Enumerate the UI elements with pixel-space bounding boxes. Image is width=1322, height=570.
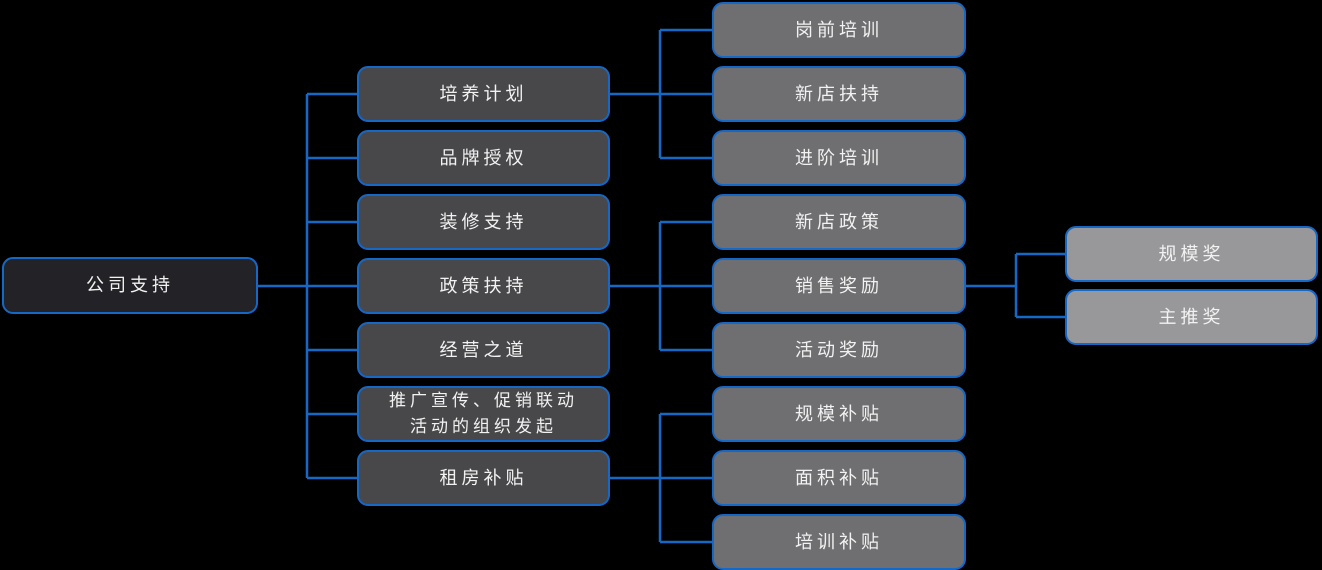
node-label: 经营之道 — [439, 339, 528, 360]
node-label: 销售奖励 — [795, 275, 883, 296]
node-label: 主推奖 — [1158, 306, 1225, 327]
connector-policy-support-children — [610, 220, 712, 352]
node-label: 进阶培训 — [795, 147, 883, 168]
node-label: 装修支持 — [439, 211, 528, 232]
connector-rent-subsidy-children — [610, 412, 712, 544]
connector-sales-incentive-children — [966, 252, 1065, 319]
node-promotion-organization[interactable]: 推广宣传、促销联动活动的组织发起 — [357, 386, 610, 442]
node-advanced-training[interactable]: 进阶培训 — [712, 130, 966, 186]
node-decoration-support[interactable]: 装修支持 — [357, 194, 610, 250]
node-label: 面积补贴 — [795, 467, 883, 488]
node-label: 推广宣传、促销联动活动的组织发起 — [389, 391, 578, 436]
node-sales-incentive[interactable]: 销售奖励 — [712, 258, 966, 314]
node-pre-job-training[interactable]: 岗前培训 — [712, 2, 966, 58]
connector-training-plan-children — [610, 28, 712, 160]
connector-root-to-level2 — [258, 92, 357, 480]
node-label: 政策扶持 — [439, 275, 528, 296]
node-scale-award[interactable]: 规模奖 — [1065, 226, 1318, 282]
node-label: 新店扶持 — [795, 83, 883, 104]
node-label: 培训补贴 — [795, 531, 883, 552]
node-brand-authorization[interactable]: 品牌授权 — [357, 130, 610, 186]
node-label: 规模奖 — [1158, 243, 1225, 264]
node-area-subsidy[interactable]: 面积补贴 — [712, 450, 966, 506]
node-rent-subsidy[interactable]: 租房补贴 — [357, 450, 610, 506]
node-scale-subsidy[interactable]: 规模补贴 — [712, 386, 966, 442]
node-label: 活动奖励 — [795, 339, 883, 360]
node-new-store-support[interactable]: 新店扶持 — [712, 66, 966, 122]
node-business-knowhow[interactable]: 经营之道 — [357, 322, 610, 378]
node-policy-support[interactable]: 政策扶持 — [357, 258, 610, 314]
node-label: 公司支持 — [86, 275, 174, 295]
node-label: 岗前培训 — [795, 19, 883, 40]
node-new-store-policy[interactable]: 新店政策 — [712, 194, 966, 250]
node-label: 培养计划 — [439, 83, 528, 104]
node-label: 规模补贴 — [795, 403, 883, 424]
node-label: 新店政策 — [795, 211, 883, 232]
node-label: 品牌授权 — [439, 147, 528, 168]
node-activity-incentive[interactable]: 活动奖励 — [712, 322, 966, 378]
node-company-support[interactable]: 公司支持 — [2, 257, 258, 314]
node-training-plan[interactable]: 培养计划 — [357, 66, 610, 122]
node-training-subsidy[interactable]: 培训补贴 — [712, 514, 966, 570]
node-label: 租房补贴 — [439, 467, 528, 488]
node-flagship-award[interactable]: 主推奖 — [1065, 289, 1318, 345]
